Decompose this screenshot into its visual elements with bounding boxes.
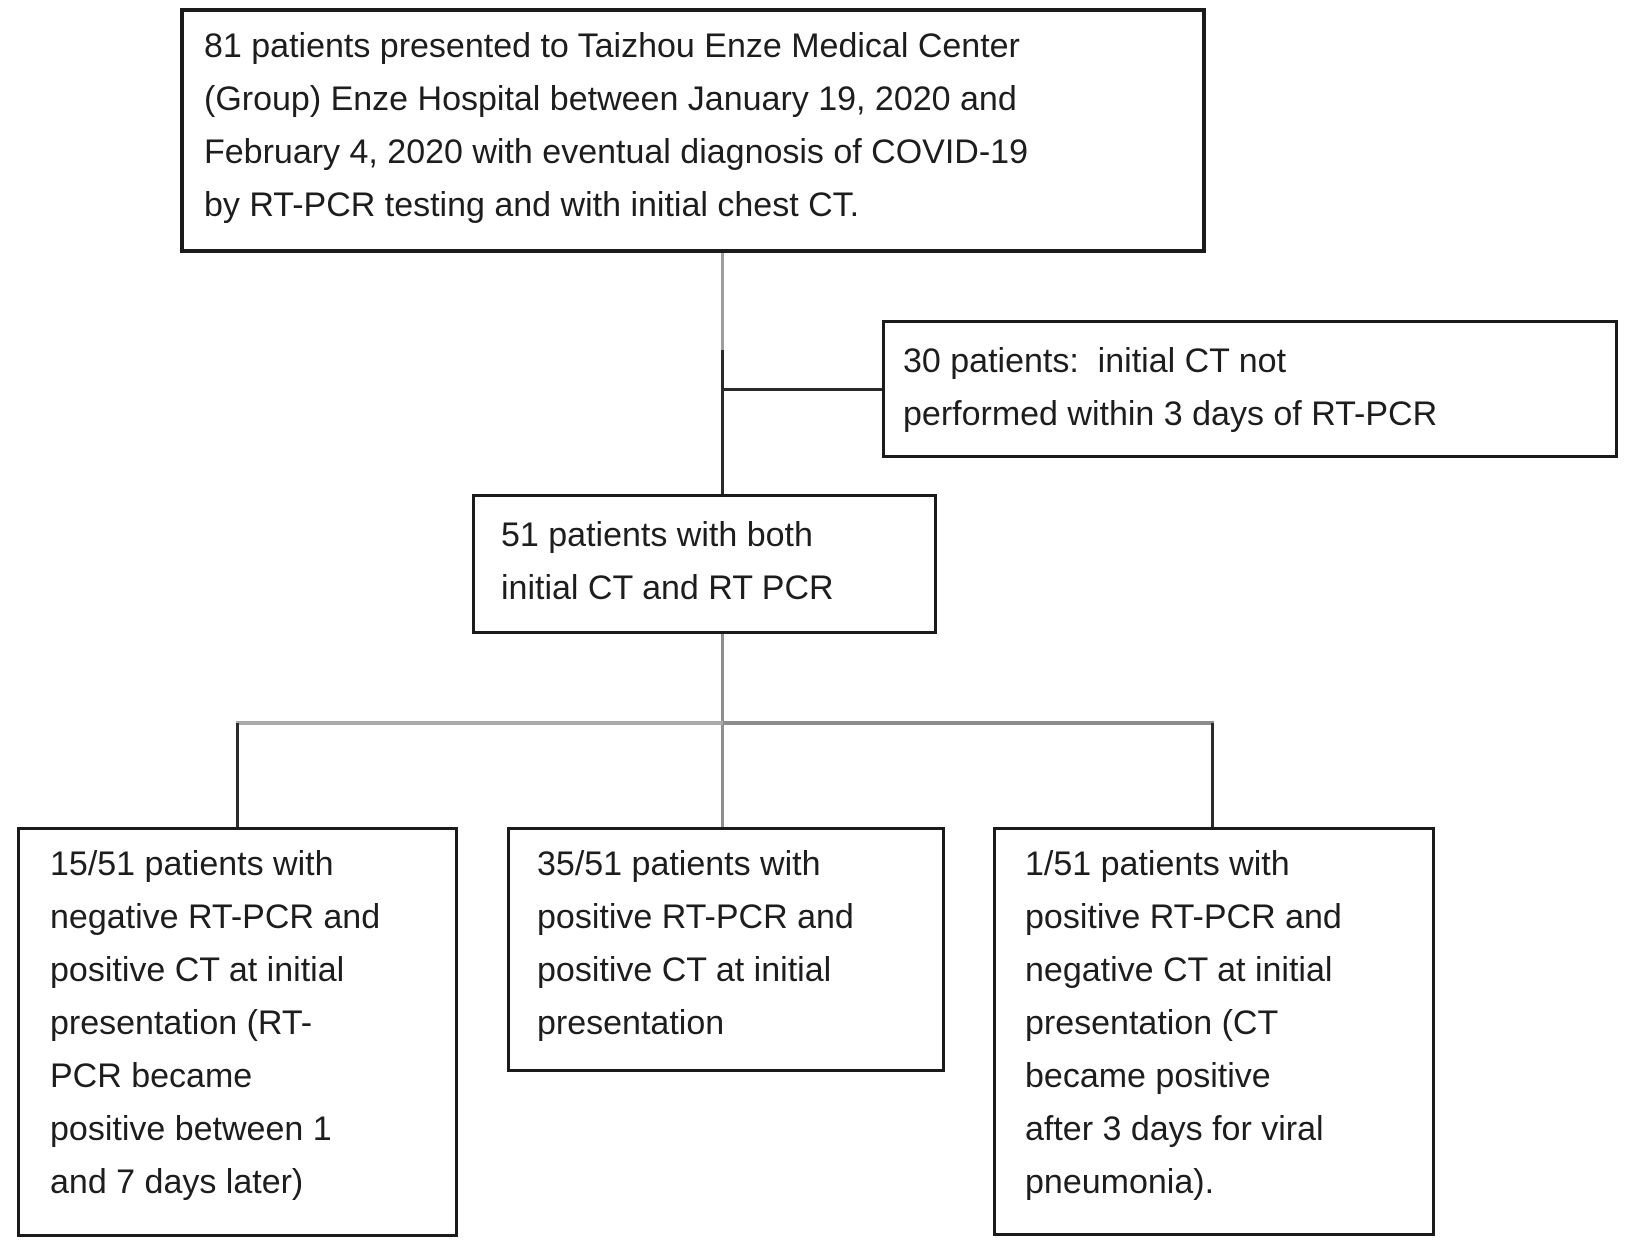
- node-included-text: 51 patients with both initial CT and RT …: [501, 516, 834, 607]
- node-included: 51 patients with both initial CT and RT …: [472, 494, 937, 634]
- connector-drop-left: [236, 723, 239, 827]
- node-excluded: 30 patients: initial CT not performed wi…: [882, 320, 1618, 458]
- node-cohort: 81 patients presented to Taizhou Enze Me…: [180, 8, 1206, 253]
- node-positive-pcr-negative-ct-text: 1/51 patients with positive RT-PCR and n…: [1025, 845, 1342, 1201]
- connector-cohort-down-upper: [721, 253, 724, 350]
- connector-included-down: [721, 634, 724, 827]
- connector-drop-right: [1211, 723, 1214, 827]
- node-positive-pcr-positive-ct-text: 35/51 patients with positive RT-PCR and …: [537, 845, 854, 1042]
- connector-cohort-down-lower: [721, 350, 724, 494]
- connector-to-excluded: [723, 388, 882, 391]
- node-positive-pcr-negative-ct: 1/51 patients with positive RT-PCR and n…: [993, 827, 1435, 1236]
- node-cohort-text: 81 patients presented to Taizhou Enze Me…: [204, 27, 1029, 224]
- node-positive-pcr-positive-ct: 35/51 patients with positive RT-PCR and …: [507, 827, 945, 1072]
- node-negative-pcr-positive-ct-text: 15/51 patients with negative RT-PCR and …: [50, 845, 381, 1201]
- node-excluded-text: 30 patients: initial CT not performed wi…: [903, 342, 1438, 433]
- node-negative-pcr-positive-ct: 15/51 patients with negative RT-PCR and …: [17, 827, 458, 1237]
- connector-branch-right: [723, 721, 1214, 725]
- connector-branch-left: [236, 721, 723, 725]
